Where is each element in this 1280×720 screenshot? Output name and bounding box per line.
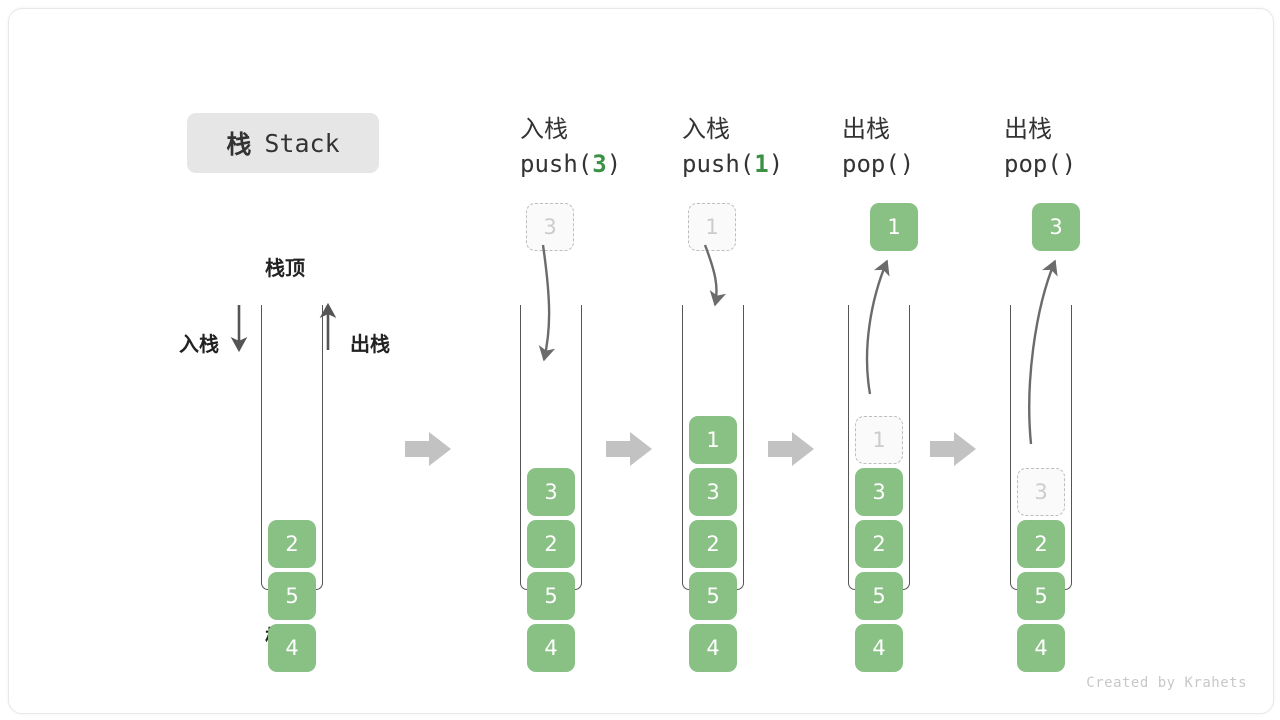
stack-cell: 2: [689, 520, 737, 568]
flow-arrow: [405, 432, 451, 466]
stack-cell-removed: 3: [1017, 468, 1065, 516]
column-op-cn: 出栈: [1004, 115, 1052, 143]
push-transition-arrow: [703, 244, 727, 307]
stack-cell: 2: [527, 520, 575, 568]
column-header-push-3: 入栈 push(3): [520, 113, 690, 182]
code-suffix: ): [899, 150, 915, 178]
stack-cell: 5: [855, 572, 903, 620]
floating-cell-push-3: 3: [526, 203, 574, 251]
code-arg: 3: [592, 150, 607, 178]
footer-credit: Created by Krahets: [1086, 675, 1247, 691]
page-title: 栈 Stack: [187, 113, 379, 173]
flow-arrow: [930, 432, 976, 466]
stack-cell: 3: [855, 468, 903, 516]
stack-cell: 2: [855, 520, 903, 568]
code-prefix: pop(: [1004, 150, 1062, 178]
stack-cell-removed: 1: [855, 416, 903, 464]
stack-pop-label: 出栈: [350, 332, 390, 356]
stack-cell: 3: [527, 468, 575, 516]
stack-cell: 3: [689, 468, 737, 516]
flow-arrow: [606, 432, 652, 466]
column-header-pop-1: 出栈 pop(): [842, 113, 1012, 182]
floating-cell-pop-1: 1: [870, 203, 918, 251]
stack-cell: 4: [1017, 624, 1065, 672]
stack-cell: 5: [268, 572, 316, 620]
title-en: Stack: [264, 128, 340, 158]
stack-cell: 2: [268, 520, 316, 568]
code-suffix: ): [768, 150, 784, 178]
stack-cell: 4: [527, 624, 575, 672]
code-prefix: push(: [682, 150, 755, 178]
stack-cell: 4: [689, 624, 737, 672]
column-header-push-1: 入栈 push(1): [682, 113, 852, 182]
code-suffix: ): [606, 150, 622, 178]
flow-arrow: [768, 432, 814, 466]
column-op-cn: 入栈: [682, 115, 730, 143]
stack-top-label: 栈顶: [265, 256, 305, 280]
stack-cell: 5: [689, 572, 737, 620]
diagram-canvas: 栈 Stack 栈顶 栈底 入栈 出栈 2 5 4 入栈 push(3) 3 3…: [8, 8, 1274, 714]
stack-cell: 1: [689, 416, 737, 464]
column-op-cn: 入栈: [520, 115, 568, 143]
code-prefix: pop(: [842, 150, 900, 178]
stack-cell: 5: [527, 572, 575, 620]
stack-cell: 4: [268, 624, 316, 672]
stack-cell: 2: [1017, 520, 1065, 568]
column-op-cn: 出栈: [842, 115, 890, 143]
code-prefix: push(: [520, 150, 593, 178]
stack-push-label: 入栈: [179, 332, 219, 356]
column-op-code: pop(): [842, 146, 1012, 182]
code-suffix: ): [1061, 150, 1077, 178]
title-cn: 栈: [226, 130, 253, 159]
column-op-code: pop(): [1004, 146, 1174, 182]
column-header-pop-3: 出栈 pop(): [1004, 113, 1174, 182]
stack-cell: 4: [855, 624, 903, 672]
code-arg: 1: [754, 150, 769, 178]
column-op-code: push(3): [520, 146, 690, 182]
floating-cell-pop-3: 3: [1032, 203, 1080, 251]
stack-cell: 5: [1017, 572, 1065, 620]
floating-cell-push-1: 1: [688, 203, 736, 251]
column-op-code: push(1): [682, 146, 852, 182]
